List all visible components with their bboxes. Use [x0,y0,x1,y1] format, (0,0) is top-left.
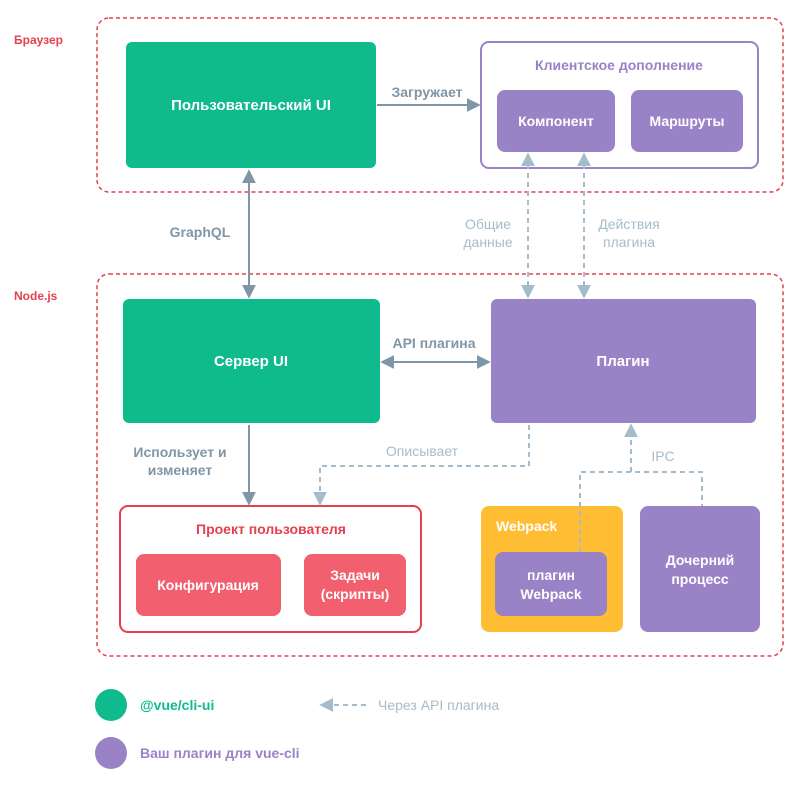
component-label: Компонент [518,113,594,129]
uses-label-2: изменяет [148,462,213,478]
webpack-label: Webpack [496,518,557,534]
server-ui-label: Сервер UI [214,353,288,370]
node-zone-label: Node.js [14,289,58,303]
webpack-plugin-box [495,552,607,616]
client-addon-label: Клиентское дополнение [535,57,703,73]
component-box [497,90,615,152]
user-ui-box [126,42,376,168]
legend-via-api-label: Через API плагина [378,697,499,713]
server-ui-box [123,299,380,423]
plugin-actions-label-1: Действия [598,216,659,232]
tasks-label-1: Задачи [330,567,380,583]
legend-your-plugin-label: Ваш плагин для vue-cli [140,745,300,761]
child-process-box [640,506,760,632]
plugin-label: Плагин [596,353,649,370]
legend-green-dot [95,689,127,721]
tasks-label-2: (скрипты) [321,586,390,602]
describes-label: Описывает [386,443,459,459]
plugin-api-label: API плагина [392,335,475,351]
plugin-box [491,299,756,423]
node-zone [96,273,784,657]
webpack-plugin-label-1: плагин [527,567,575,583]
plugin-actions-label-2: плагина [603,234,655,250]
child-process-label-2: процесс [671,571,729,587]
ipc-label: IPC [651,448,674,464]
shared-data-label-1: Общие [465,216,511,232]
describes-arrow [313,425,530,506]
graphql-label: GraphQL [170,224,231,240]
loads-label: Загружает [391,84,462,100]
routes-box [631,90,743,152]
shared-data-label-2: данные [463,234,512,250]
webpack-plugin-label-2: Webpack [520,586,581,602]
browser-zone-label: Браузер [14,33,63,47]
legend-purple-dot [95,737,127,769]
tasks-box [304,554,406,616]
child-process-label-1: Дочерний [666,552,734,568]
uses-label-1: Использует и [133,444,226,460]
browser-zone [96,17,784,193]
legend-cli-ui-label: @vue/cli-ui [140,697,214,713]
configuration-box [136,554,281,616]
user-ui-label: Пользовательский UI [171,97,331,114]
routes-label: Маршруты [650,113,725,129]
ipc-arrow [579,426,703,552]
configuration-label: Конфигурация [157,577,259,593]
user-project-label: Проект пользователя [196,521,346,537]
